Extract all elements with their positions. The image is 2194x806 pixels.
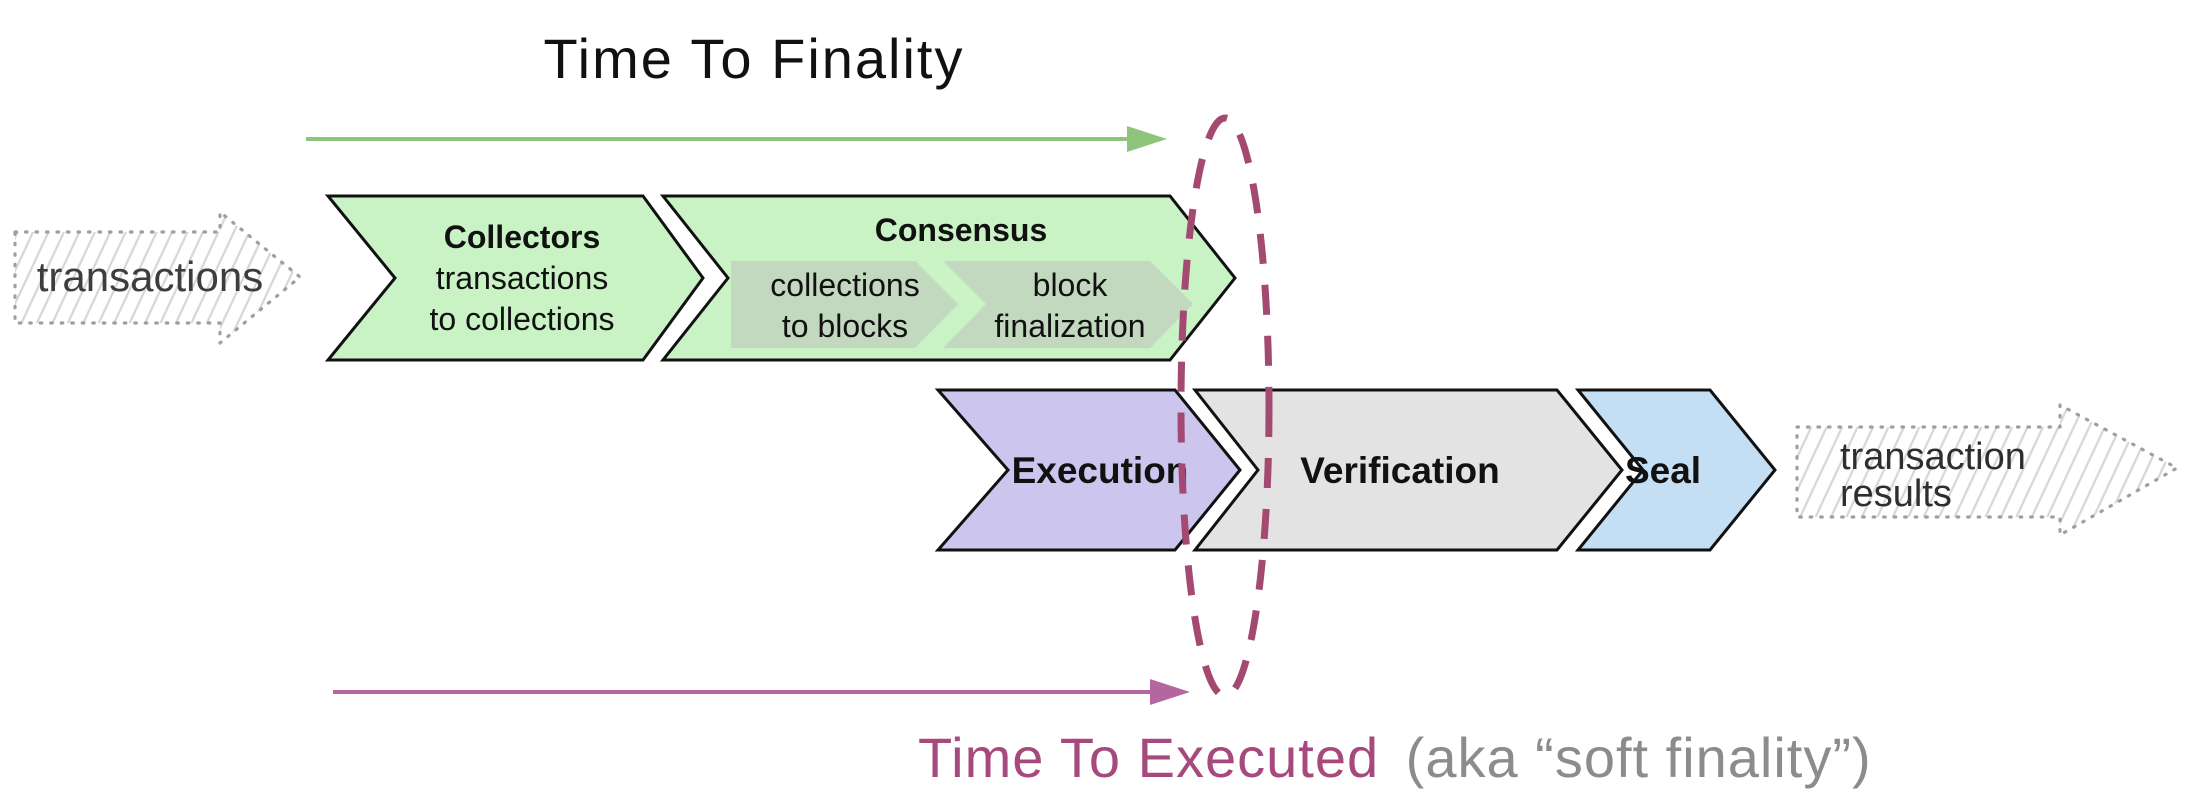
magenta-arrowhead-icon (1150, 679, 1190, 705)
consensus-sub1-line2: to blocks (782, 308, 908, 344)
executed-boundary-ellipse (1177, 114, 1273, 700)
seal-title: Seal (1625, 450, 1701, 491)
collectors-chevron (324, 194, 705, 362)
output-arrow-line2: results (1840, 473, 1952, 515)
stage-seal: Seal (1574, 388, 1777, 552)
time-to-executed-caption: Time To Executed (aka “soft finality”) (918, 726, 1872, 789)
output-results-arrow: transaction results (1795, 403, 2179, 537)
input-transactions-arrow: transactions (13, 210, 302, 345)
stage-execution: Execution (934, 388, 1242, 552)
consensus-title: Consensus (875, 212, 1047, 248)
execution-chevron (934, 388, 1242, 552)
execution-title: Execution (1012, 450, 1189, 491)
collectors-line2: to collections (430, 301, 615, 337)
caption-highlight: Time To Executed (918, 726, 1379, 789)
consensus-sub2-line2: finalization (994, 308, 1145, 344)
input-arrow-label: transactions (37, 253, 263, 300)
consensus-sub2-line1: block (1033, 267, 1109, 303)
seal-chevron (1574, 388, 1777, 552)
sketch-arrow-shape (1795, 403, 2179, 537)
stage-verification: Verification (1191, 388, 1624, 552)
verification-chevron (1191, 388, 1624, 552)
verification-title: Verification (1300, 450, 1499, 491)
caption-suffix: (aka “soft finality”) (1406, 726, 1872, 789)
consensus-sub1-line1: collections (770, 267, 919, 303)
time-to-finality-title: Time To Finality (544, 27, 965, 90)
collectors-line1: transactions (436, 260, 609, 296)
output-arrow-line1: transaction (1840, 436, 2026, 478)
time-to-finality-arrow (306, 126, 1167, 152)
green-arrowhead-icon (1127, 126, 1167, 152)
time-to-executed-arrow (333, 679, 1190, 705)
sketch-arrow-shape (13, 210, 302, 345)
consensus-sub2-chevron (943, 261, 1193, 348)
consensus-sub1-chevron (731, 261, 958, 348)
stage-collectors: Collectors transactions to collections (324, 194, 705, 362)
collectors-title: Collectors (444, 219, 600, 255)
stage-consensus: Consensus collections to blocks block fi… (659, 194, 1237, 362)
